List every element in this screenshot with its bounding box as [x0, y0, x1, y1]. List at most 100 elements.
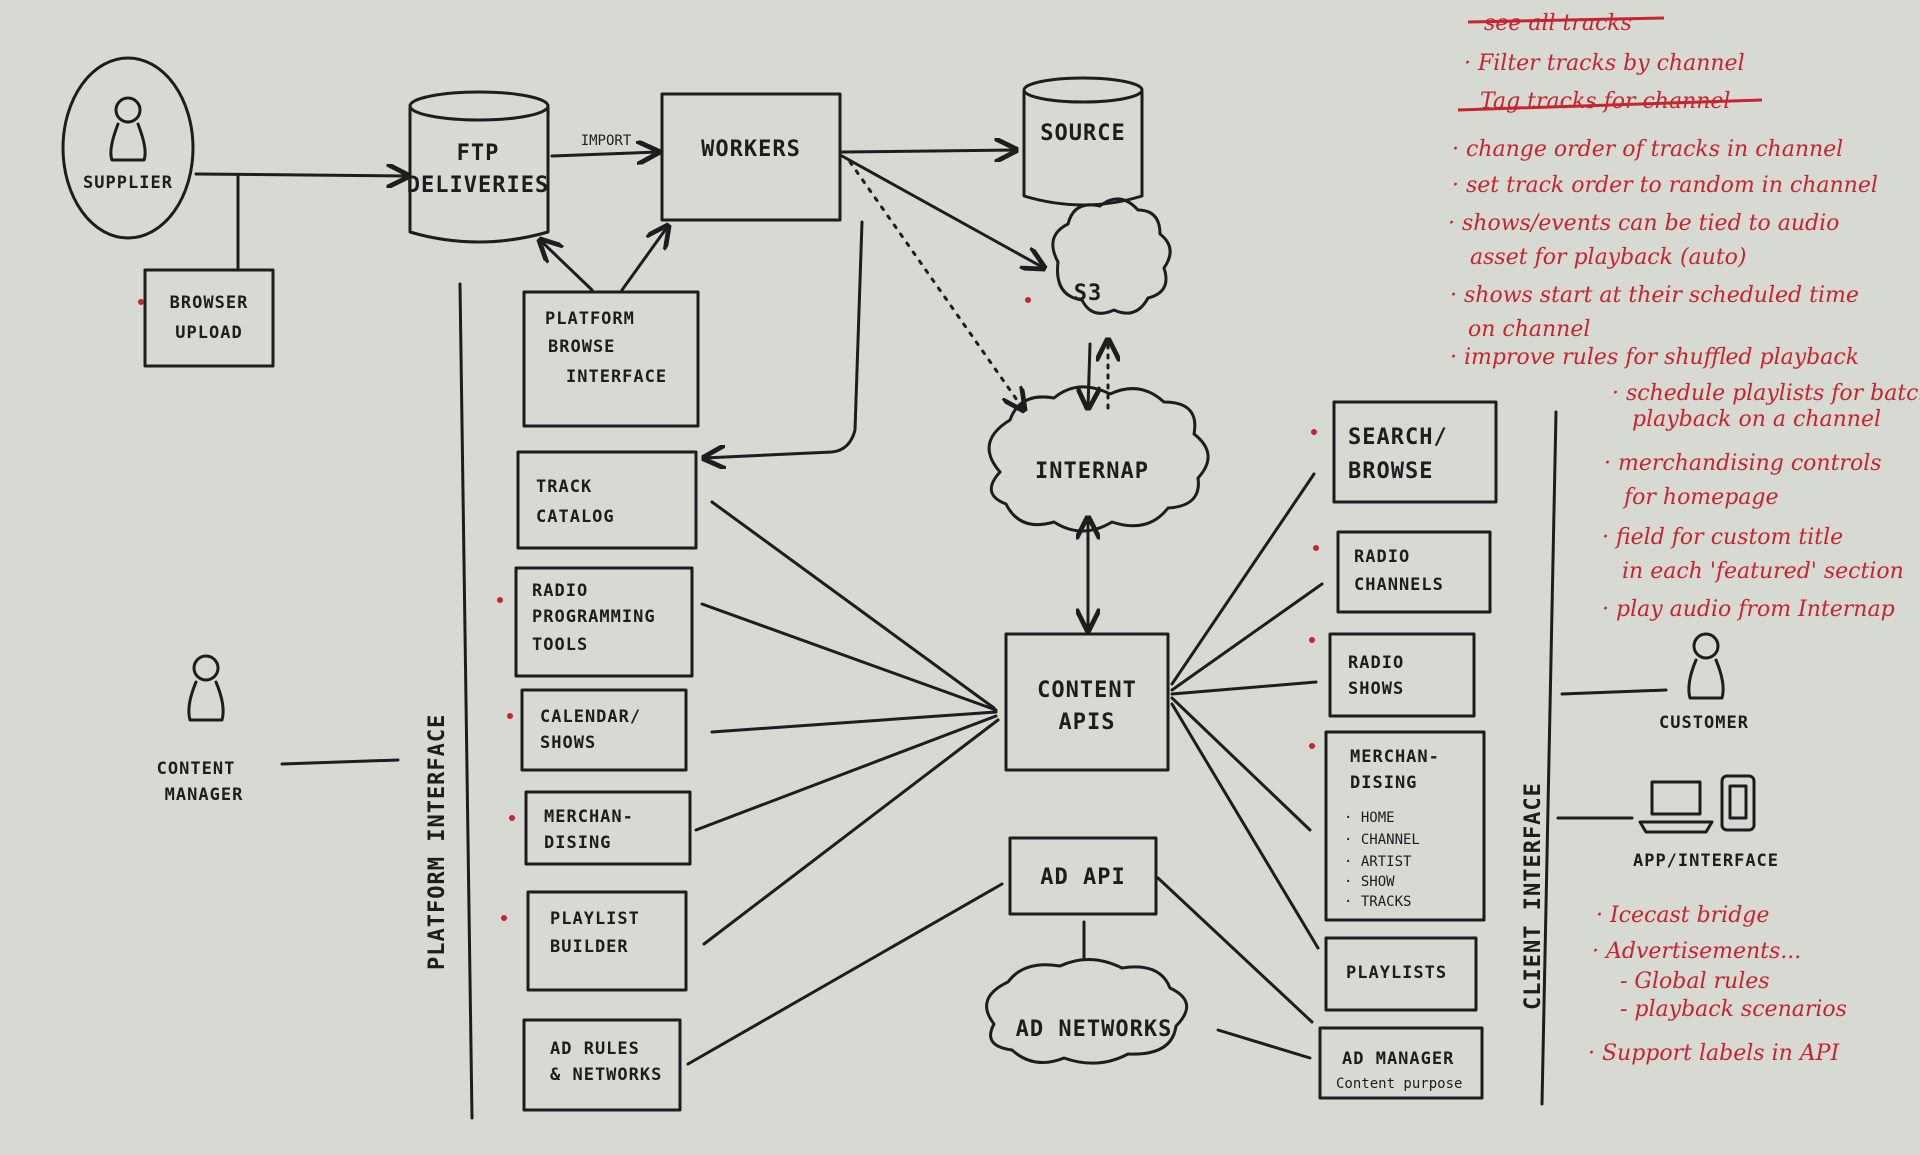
s3-to-internap-arrow	[1088, 342, 1090, 408]
workers-to-source-arrow	[840, 150, 1016, 152]
customer-label: CUSTOMER	[1659, 713, 1749, 733]
radio-programming-line3: TOOLS	[532, 635, 588, 655]
radio-shows-line1: RADIO	[1348, 653, 1404, 673]
note-item: · change order of tracks in channel	[1452, 137, 1843, 162]
app-interface-label: APP/INTERFACE	[1633, 851, 1779, 871]
merch-right-title1: MERCHAN-	[1350, 747, 1440, 767]
content-manager-actor: CONTENT MANAGER	[157, 654, 244, 805]
platform-browse-line1: PLATFORM	[545, 309, 635, 329]
red-marker	[1309, 637, 1315, 643]
merch-item: · TRACKS	[1344, 894, 1411, 910]
app-interface-devices: APP/INTERFACE	[1633, 774, 1779, 871]
content-apis-to-client-lines	[1156, 472, 1324, 1060]
red-marker	[1313, 545, 1319, 551]
note-item: playback on a channel	[1632, 407, 1881, 432]
ad-manager-label: AD MANAGER	[1342, 1049, 1454, 1069]
red-marker	[507, 713, 513, 719]
note-item: on channel	[1468, 317, 1590, 342]
ad-manager-sub: Content purpose	[1336, 1076, 1462, 1092]
client-box-playlists: PLAYLISTS	[1324, 936, 1478, 1012]
struck-note: see all tracks	[1484, 11, 1632, 36]
source-cylinder: SOURCE	[1022, 76, 1144, 207]
radio-programming-line2: PROGRAMMING	[532, 607, 656, 627]
radio-programming-line1: RADIO	[532, 581, 588, 601]
client-interface-label: CLIENT INTERFACE	[1521, 782, 1546, 1010]
red-marker	[1309, 743, 1315, 749]
workers-label: WORKERS	[701, 137, 801, 162]
platform-browse-box: PLATFORM BROWSE INTERFACE	[522, 290, 700, 428]
internap-label: INTERNAP	[1035, 459, 1149, 484]
content-apis-line2: APIS	[1059, 710, 1116, 735]
track-catalog-line2: CATALOG	[536, 507, 615, 527]
track-catalog-line1: TRACK	[536, 477, 592, 497]
platform-box-playlist-builder: PLAYLIST BUILDER	[501, 890, 688, 992]
content-manager-link	[280, 758, 400, 766]
source-label: SOURCE	[1040, 121, 1125, 146]
ad-api-label: AD API	[1040, 865, 1125, 890]
note-item: · Support labels in API	[1588, 1041, 1840, 1066]
merch-item: · SHOW	[1344, 874, 1395, 890]
client-box-radio-shows: RADIO SHOWS	[1309, 632, 1476, 718]
content-manager-line2: MANAGER	[165, 785, 244, 805]
client-box-radio-channels: RADIO CHANNELS	[1313, 530, 1492, 614]
merch-left-line1: MERCHAN-	[544, 807, 634, 827]
calendar-line2: SHOWS	[540, 733, 596, 753]
ftp-deliveries-cylinder: FTP DELIVERIES	[407, 90, 550, 244]
platform-box-ad-rules: AD RULES & NETWORKS	[522, 1018, 682, 1112]
browse-to-workers-arrow	[620, 226, 668, 292]
radio-channels-line1: RADIO	[1354, 547, 1410, 567]
import-label: IMPORT	[581, 133, 632, 149]
note-item: asset for playback (auto)	[1470, 245, 1747, 270]
red-marker	[497, 597, 503, 603]
red-marker	[509, 815, 515, 821]
note-item: · merchandising controls	[1604, 451, 1882, 476]
note-item: · improve rules for shuffled playback	[1450, 345, 1859, 370]
ftp-line1: FTP	[457, 141, 500, 166]
notes-bottom: · Icecast bridge · Advertisements... - G…	[1588, 903, 1847, 1066]
ftp-line2: DELIVERIES	[407, 173, 549, 198]
platform-to-content-apis-lines	[686, 500, 1004, 1066]
note-item: for homepage	[1622, 485, 1779, 510]
note-item: - Global rules	[1620, 969, 1770, 994]
internap-cloud: INTERNAP	[987, 385, 1210, 533]
red-marker	[138, 299, 144, 305]
supplier-actor: SUPPLIER	[61, 56, 195, 240]
playlist-builder-line2: BUILDER	[550, 937, 629, 957]
ad-networks-label: AD NETWORKS	[1016, 1017, 1173, 1042]
note-item: - playback scenarios	[1620, 997, 1847, 1022]
browser-upload-line2: UPLOAD	[175, 323, 242, 343]
note-item: · set track order to random in channel	[1452, 173, 1878, 198]
merch-item: · HOME	[1344, 810, 1395, 826]
workers-to-catalog-arrow	[704, 220, 864, 458]
browser-upload-box: BROWSER UPLOAD	[138, 268, 275, 368]
phone-icon	[1720, 774, 1756, 832]
merch-item: · CHANNEL	[1344, 832, 1420, 848]
workers-box: WORKERS	[660, 92, 842, 222]
note-item: · Advertisements...	[1592, 939, 1801, 964]
supplier-to-ftp-arrow	[194, 174, 408, 176]
playlists-label: PLAYLISTS	[1346, 963, 1447, 983]
merch-left-line2: DISING	[544, 833, 611, 853]
note-item: in each 'featured' section	[1622, 559, 1904, 584]
supplier-label: SUPPLIER	[83, 173, 173, 193]
ad-networks-cloud: AD NETWORKS	[985, 957, 1188, 1065]
ad-api-box: AD API	[1008, 836, 1158, 916]
ad-rules-line1: AD RULES	[550, 1039, 640, 1059]
laptop-icon	[1638, 780, 1714, 834]
import-arrow	[550, 152, 658, 156]
content-apis-box: CONTENT APIS	[1004, 632, 1170, 772]
content-apis-line1: CONTENT	[1037, 678, 1137, 703]
client-box-ad-manager: AD MANAGER Content purpose	[1318, 1026, 1484, 1100]
customer-actor: CUSTOMER	[1659, 632, 1749, 733]
merch-item: · ARTIST	[1344, 854, 1412, 870]
s3-label: S3	[1074, 281, 1103, 306]
client-interface-divider	[1540, 410, 1558, 1106]
note-item: · Icecast bridge	[1596, 903, 1769, 928]
note-item: · Filter tracks by channel	[1464, 51, 1745, 76]
platform-box-radio-programming: RADIO PROGRAMMING TOOLS	[497, 566, 694, 678]
note-item: · play audio from Internap	[1602, 597, 1895, 622]
radio-channels-line2: CHANNELS	[1354, 575, 1444, 595]
red-marker	[501, 915, 507, 921]
playlist-builder-line1: PLAYLIST	[550, 909, 640, 929]
